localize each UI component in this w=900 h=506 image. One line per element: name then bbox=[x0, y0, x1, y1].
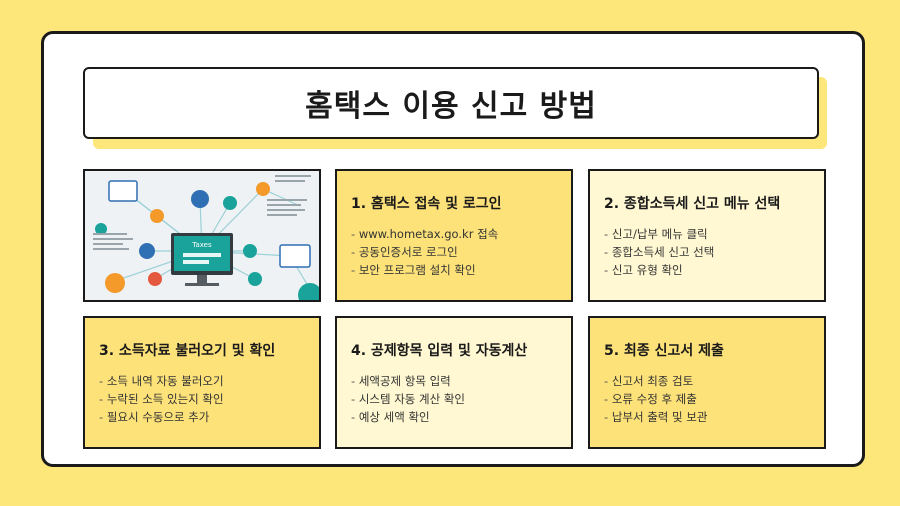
network-nodes bbox=[95, 180, 319, 300]
list-item: 보안 프로그램 설치 확인 bbox=[351, 261, 557, 279]
title-box: 홈택스 이용 신고 방법 bbox=[83, 67, 819, 139]
step-list: www.hometax.go.kr 접속 공동인증서로 로그인 보안 프로그램 … bbox=[351, 225, 557, 279]
step-list: 신고서 최종 검토 오류 수정 후 제출 납부서 출력 및 보관 bbox=[604, 372, 810, 426]
step-card-5: 5. 최종 신고서 제출 신고서 최종 검토 오류 수정 후 제출 납부서 출력… bbox=[588, 316, 826, 449]
list-item: 공동인증서로 로그인 bbox=[351, 243, 557, 261]
list-item: 필요시 수동으로 추가 bbox=[99, 408, 305, 426]
list-item: 예상 세액 확인 bbox=[351, 408, 557, 426]
step-heading: 2. 종합소득세 신고 메뉴 선택 bbox=[604, 195, 781, 212]
list-item: 납부서 출력 및 보관 bbox=[604, 408, 810, 426]
step-heading: 4. 공제항목 입력 및 자동계산 bbox=[351, 342, 528, 359]
tax-network-illustration: Taxes bbox=[83, 169, 321, 302]
list-item: 소득 내역 자동 불러오기 bbox=[99, 372, 305, 390]
list-item: www.hometax.go.kr 접속 bbox=[351, 225, 557, 243]
monitor-icon: Taxes bbox=[171, 233, 233, 286]
list-item: 세액공제 항목 입력 bbox=[351, 372, 557, 390]
list-item: 누락된 소득 있는지 확인 bbox=[99, 390, 305, 408]
list-item: 오류 수정 후 제출 bbox=[604, 390, 810, 408]
step-list: 세액공제 항목 입력 시스템 자동 계산 확인 예상 세액 확인 bbox=[351, 372, 557, 426]
step-card-2: 2. 종합소득세 신고 메뉴 선택 신고/납부 메뉴 클릭 종합소득세 신고 선… bbox=[588, 169, 826, 302]
list-item: 신고서 최종 검토 bbox=[604, 372, 810, 390]
step-heading: 1. 홈택스 접속 및 로그인 bbox=[351, 195, 502, 212]
step-list: 소득 내역 자동 불러오기 누락된 소득 있는지 확인 필요시 수동으로 추가 bbox=[99, 372, 305, 426]
step-heading: 3. 소득자료 불러오기 및 확인 bbox=[99, 342, 276, 359]
text-snippets bbox=[93, 175, 311, 250]
list-item: 신고 유형 확인 bbox=[604, 261, 810, 279]
page-title: 홈택스 이용 신고 방법 bbox=[305, 89, 597, 124]
list-item: 시스템 자동 계산 확인 bbox=[351, 390, 557, 408]
list-item: 신고/납부 메뉴 클릭 bbox=[604, 225, 810, 243]
step-card-4: 4. 공제항목 입력 및 자동계산 세액공제 항목 입력 시스템 자동 계산 확… bbox=[335, 316, 573, 449]
screen-label: Taxes bbox=[191, 241, 212, 249]
step-card-3: 3. 소득자료 불러오기 및 확인 소득 내역 자동 불러오기 누락된 소득 있… bbox=[83, 316, 321, 449]
list-item: 종합소득세 신고 선택 bbox=[604, 243, 810, 261]
step-card-1: 1. 홈택스 접속 및 로그인 www.hometax.go.kr 접속 공동인… bbox=[335, 169, 573, 302]
step-heading: 5. 최종 신고서 제출 bbox=[604, 342, 724, 359]
network-diagram: Taxes bbox=[85, 171, 319, 300]
step-list: 신고/납부 메뉴 클릭 종합소득세 신고 선택 신고 유형 확인 bbox=[604, 225, 810, 279]
